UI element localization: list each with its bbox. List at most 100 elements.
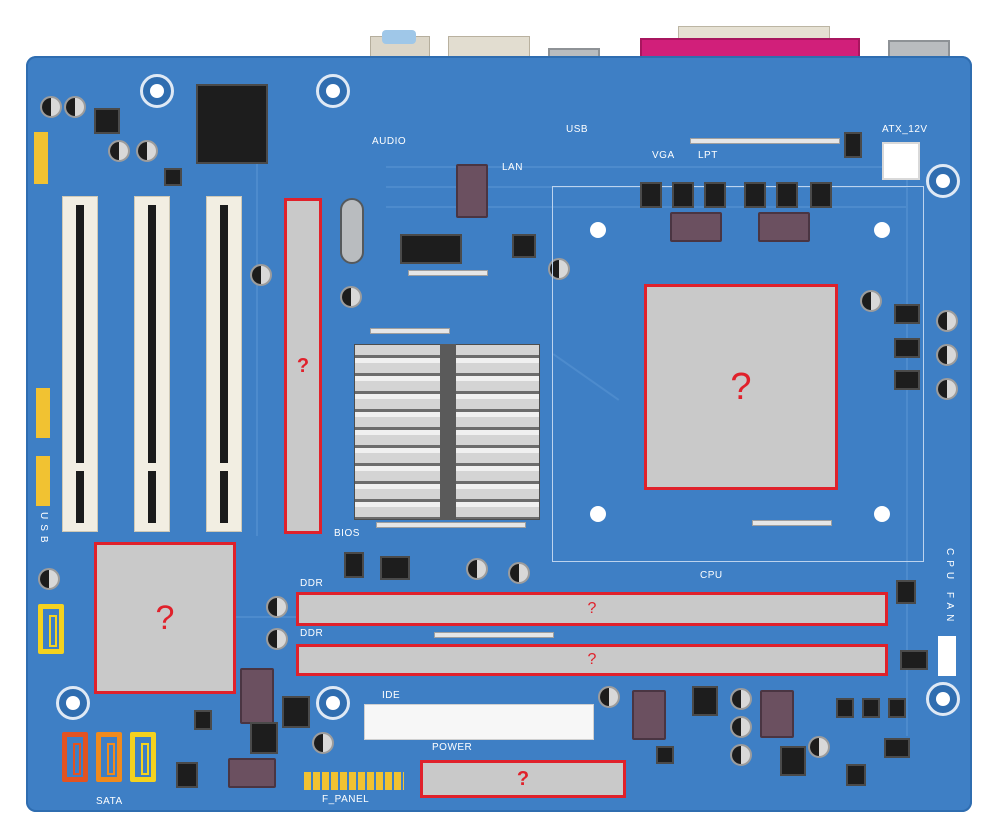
small-chip xyxy=(844,132,862,158)
mounting-screw xyxy=(316,686,350,720)
ide-label: IDE xyxy=(382,690,400,701)
capacitor xyxy=(598,686,620,708)
cpu-label: CPU xyxy=(700,570,723,581)
atx12v-connector xyxy=(882,142,920,180)
capacitor xyxy=(936,378,958,400)
capacitor xyxy=(730,716,752,738)
usb-header xyxy=(36,388,50,438)
usb-label: USB xyxy=(566,124,588,135)
small-chip xyxy=(656,746,674,764)
small-chip xyxy=(888,698,906,718)
pci-slot-1 xyxy=(62,196,98,532)
small-chip xyxy=(380,556,410,580)
power-label: POWER xyxy=(432,742,472,753)
capacitor xyxy=(936,310,958,332)
small-chip xyxy=(836,698,854,718)
resistor-array xyxy=(434,632,554,638)
choke xyxy=(758,212,810,242)
lan-label: LAN xyxy=(502,162,523,173)
pci-slot-3 xyxy=(206,196,242,532)
small-chip xyxy=(94,108,120,134)
small-chip xyxy=(900,650,928,670)
ddr2-slot-unknown: ? xyxy=(296,644,888,676)
f-panel-label: F_PANEL xyxy=(322,794,369,805)
mounting-screw xyxy=(316,74,350,108)
usb-header xyxy=(36,456,50,506)
resistor-array xyxy=(752,520,832,526)
capacitor xyxy=(340,286,362,308)
capacitor xyxy=(466,558,488,580)
vrm-chip xyxy=(810,182,832,208)
vrm-chip xyxy=(640,182,662,208)
resistor-array xyxy=(370,328,450,334)
resistor-array xyxy=(408,270,488,276)
sata-port-yellow xyxy=(38,604,64,654)
bios-slot-unknown: ? xyxy=(284,198,322,534)
pci-slot-2 xyxy=(134,196,170,532)
io-controller-chip xyxy=(196,84,268,164)
resistor-array xyxy=(690,138,840,144)
small-chip xyxy=(194,710,212,730)
small-chip xyxy=(164,168,182,186)
capacitor xyxy=(266,628,288,650)
bios-label: BIOS xyxy=(334,528,360,539)
sata-port-yellow xyxy=(130,732,156,782)
capacitor xyxy=(312,732,334,754)
vrm-chip xyxy=(894,304,920,324)
cpu-mount-hole xyxy=(874,506,890,522)
vrm-chip xyxy=(894,338,920,358)
audio-label: AUDIO xyxy=(372,136,406,147)
choke xyxy=(670,212,722,242)
vrm-chip xyxy=(704,182,726,208)
small-chip xyxy=(344,552,364,578)
ide-connector xyxy=(364,704,594,740)
mosfet xyxy=(456,164,488,218)
vga-label: VGA xyxy=(652,150,675,161)
regulator xyxy=(512,234,536,258)
vrm-chip xyxy=(894,370,920,390)
cpu-mount-hole xyxy=(590,222,606,238)
capacitor xyxy=(136,140,158,162)
regulator xyxy=(692,686,718,716)
capacitor xyxy=(860,290,882,312)
choke xyxy=(760,690,794,738)
regulator xyxy=(780,746,806,776)
vrm-chip xyxy=(744,182,766,208)
capacitor xyxy=(38,568,60,590)
sata-port-red xyxy=(62,732,88,782)
cpu-socket-unknown: ? xyxy=(644,284,838,490)
clock-chip xyxy=(400,234,462,264)
cpu-fan-label: CPU FAN xyxy=(944,548,955,626)
usb-header-top xyxy=(34,132,48,184)
sata-port-orange xyxy=(96,732,122,782)
regulator xyxy=(282,696,310,728)
lpt-label: LPT xyxy=(698,150,718,161)
capacitor xyxy=(508,562,530,584)
ddr2-label: DDR xyxy=(300,628,323,639)
capacitor xyxy=(108,140,130,162)
heatsink-divider xyxy=(440,344,456,520)
sata-label: SATA xyxy=(96,796,123,807)
vrm-chip xyxy=(672,182,694,208)
small-chip xyxy=(862,698,880,718)
cpu-fan-connector xyxy=(938,636,956,676)
capacitor xyxy=(730,688,752,710)
audio-jack-top xyxy=(382,30,416,44)
vrm-chip xyxy=(776,182,798,208)
f-panel-header xyxy=(304,772,404,790)
capacitor xyxy=(266,596,288,618)
capacitor xyxy=(936,344,958,366)
crystal-oscillator xyxy=(340,198,364,264)
mounting-screw xyxy=(926,682,960,716)
capacitor xyxy=(250,264,272,286)
ddr1-slot-unknown: ? xyxy=(296,592,888,626)
capacitor xyxy=(40,96,62,118)
regulator xyxy=(250,722,278,754)
cpu-mount-hole xyxy=(590,506,606,522)
regulator xyxy=(176,762,198,788)
mounting-screw xyxy=(926,164,960,198)
small-chip xyxy=(884,738,910,758)
small-chip xyxy=(896,580,916,604)
choke xyxy=(228,758,276,788)
mosfet xyxy=(240,668,274,724)
